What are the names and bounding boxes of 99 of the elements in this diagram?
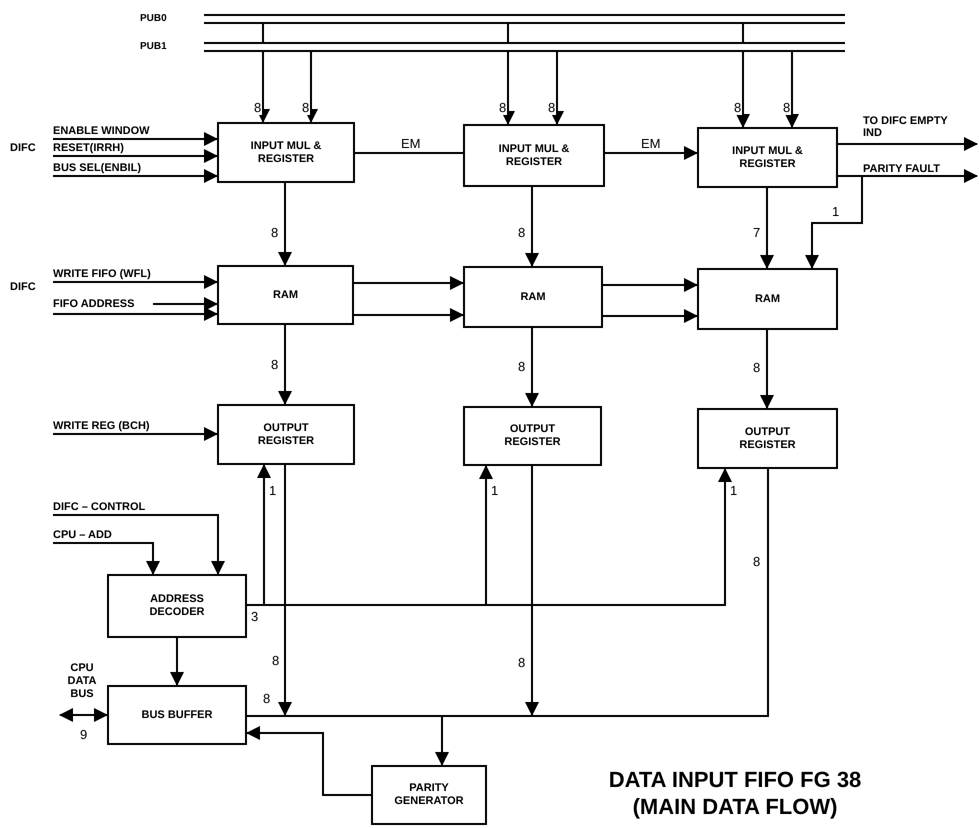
block-label: BUS BUFFER — [140, 708, 214, 722]
block-label: RAM — [272, 288, 300, 302]
bus-width-label: 8 — [547, 101, 556, 115]
signal-label: DIFC – CONTROL — [53, 500, 168, 515]
connector-arrow — [785, 52, 799, 128]
bus-width-label: EM — [400, 137, 422, 151]
block-box — [107, 685, 247, 745]
connector-arrow — [605, 146, 698, 160]
connector-arrow — [736, 52, 750, 128]
bus-line — [262, 715, 769, 717]
connector-arrow — [501, 52, 515, 125]
connector-arrow — [550, 52, 564, 125]
bus-width-label: 8 — [517, 226, 526, 240]
bus-width-label: 8 — [752, 361, 762, 375]
connector-arrow — [53, 275, 218, 289]
block-box — [697, 408, 838, 469]
connector-arrow — [278, 325, 292, 405]
bus-width-label: 8 — [253, 101, 262, 115]
connector-arrow — [435, 717, 449, 766]
connector-arrow — [525, 187, 539, 267]
block-label: INPUT MUL & REGISTER — [731, 144, 804, 170]
bus-width-label: 7 — [752, 226, 762, 240]
bus-line — [140, 14, 845, 24]
connector-arrow — [805, 175, 863, 269]
connector-arrow — [53, 169, 218, 183]
connector-arrow — [59, 708, 108, 722]
bus-width-label: 8 — [301, 101, 310, 115]
connector-arrow — [760, 188, 774, 269]
connector-arrow — [153, 297, 218, 311]
block-label: OUTPUT REGISTER — [503, 423, 562, 449]
block-box — [463, 406, 602, 466]
bus-width-label: 8 — [271, 654, 280, 668]
diagram-title: DATA INPUT FIFO FG 38 (MAIN DATA FLOW) — [608, 766, 862, 820]
bus-width-label: 3 — [251, 610, 258, 623]
connector-arrow — [525, 328, 539, 407]
block-box — [463, 266, 603, 328]
bus-width-label: 8 — [270, 226, 280, 240]
block-label: OUTPUT REGISTER — [738, 426, 797, 452]
signal-label: ENABLE WINDOW — [53, 124, 178, 139]
block-label: INPUT MUL & REGISTER — [250, 140, 322, 166]
bus-width-label: 1 — [268, 484, 278, 498]
bus-width-label: 9 — [79, 728, 88, 742]
signal-label: CPU DATA BUS — [66, 662, 98, 701]
connector-arrow — [256, 52, 270, 123]
block-box — [371, 765, 487, 825]
block-box — [463, 124, 605, 187]
bus-width-label: 8 — [270, 358, 280, 372]
connector-arrow — [603, 309, 698, 323]
signal-label: BUS SEL(ENBIL) — [53, 161, 163, 176]
block-box — [217, 265, 354, 325]
connector-arrow — [525, 466, 539, 716]
block-box — [697, 268, 838, 330]
connector-arrow — [354, 308, 464, 322]
connector-arrow — [760, 330, 774, 409]
block-label: RAM — [754, 292, 782, 306]
signal-label: WRITE FIFO (WFL) — [53, 267, 178, 282]
block-box — [697, 127, 838, 188]
connector-arrow — [246, 726, 371, 796]
block-box — [107, 574, 247, 638]
bus-width-label: 8 — [263, 692, 270, 705]
bus-line — [140, 42, 845, 52]
connector-arrow — [53, 149, 218, 163]
bus-width-label: 1 — [729, 484, 738, 498]
connector-arrow — [53, 132, 218, 146]
connector-arrow — [53, 307, 218, 321]
block-label: OUTPUT REGISTER — [256, 422, 316, 448]
signal-label: DIFC — [10, 142, 36, 155]
bus-width-label: 8 — [517, 656, 526, 670]
connector-arrow — [53, 427, 218, 441]
signal-label: DIFC — [10, 281, 36, 294]
signal-label: FIFO ADDRESS — [53, 297, 153, 314]
bus-width-label: 8 — [782, 101, 792, 115]
connector-arrow — [304, 52, 318, 123]
bus-width-label: 1 — [831, 205, 840, 219]
bus-width-label: 8 — [733, 101, 742, 115]
bus-width-label: 8 — [517, 360, 526, 374]
connector-arrow — [53, 514, 225, 575]
bus-width-label: 8 — [498, 101, 508, 115]
block-box — [217, 122, 355, 183]
signal-label: WRITE REG (BCH) — [53, 419, 173, 434]
connector-arrow — [53, 542, 160, 575]
block-label: ADDRESS DECODER — [148, 593, 206, 619]
block-label: INPUT MUL & REGISTER — [498, 142, 570, 168]
bus-width-label: 8 — [752, 555, 762, 569]
connector-arrow — [278, 183, 292, 266]
block-box — [217, 404, 355, 465]
connector-arrow — [603, 278, 698, 292]
connector-arrow — [838, 137, 978, 151]
bus-width-label: EM — [640, 137, 662, 151]
connector-arrow — [170, 638, 184, 686]
block-label: RAM — [519, 290, 547, 304]
bus-width-label: 1 — [490, 484, 500, 498]
connector-arrow — [278, 465, 292, 716]
block-label: PARITY GENERATOR — [393, 782, 465, 808]
bus-label: PUB0 — [140, 13, 167, 25]
signal-label: RESET(IRRH) — [53, 141, 153, 156]
signal-label: CPU – ADD — [53, 528, 133, 543]
connector-arrow — [354, 276, 464, 290]
bus-label: PUB1 — [140, 41, 167, 53]
